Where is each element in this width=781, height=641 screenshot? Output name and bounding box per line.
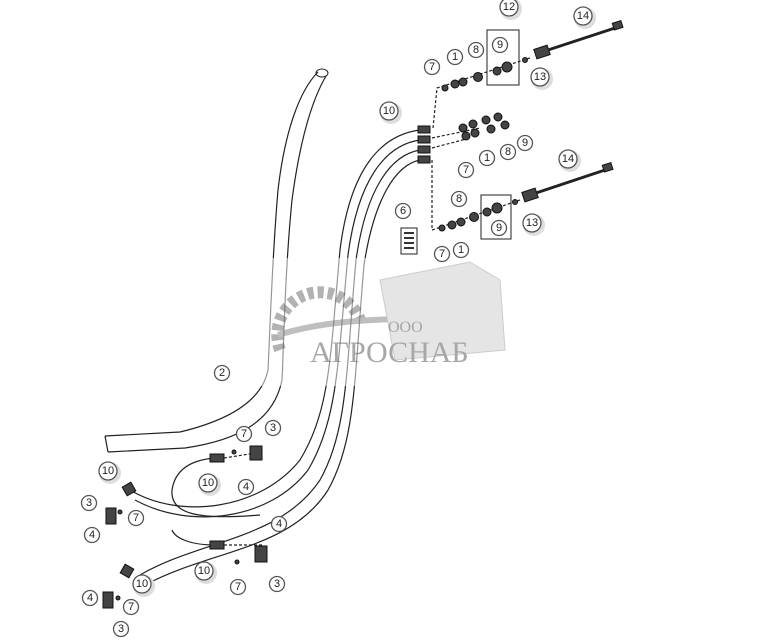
callout-4: 4 [237, 478, 255, 496]
callout-label: 4 [89, 529, 95, 541]
callout-label: 10 [383, 105, 395, 117]
callout-9: 9 [516, 134, 534, 152]
agrosnab-watermark-logo: ООО АГРОСНАБ [248, 258, 538, 386]
callout-7: 7 [229, 578, 247, 596]
callout-10: 10 [379, 101, 402, 124]
callout-label: 8 [456, 193, 462, 205]
callout-label: 13 [526, 217, 538, 229]
callout-8: 8 [499, 143, 517, 161]
callout-9: 9 [490, 219, 508, 237]
callout-label: 4 [276, 518, 282, 530]
callout-label: 9 [522, 137, 528, 149]
callout-label: 9 [497, 39, 503, 51]
callout-label: 3 [270, 422, 276, 434]
callout-label: 4 [87, 592, 93, 604]
callout-label: 6 [400, 205, 406, 217]
callout-label: 14 [577, 10, 589, 22]
fitting-assemblies [400, 19, 624, 255]
callout-2: 2 [213, 364, 231, 382]
callout-label: 12 [503, 1, 515, 13]
callout-label: 1 [458, 244, 464, 256]
callout-label: 9 [496, 222, 502, 234]
elbow-fittings [102, 445, 268, 609]
callout-7: 7 [433, 245, 451, 263]
callout-4: 4 [81, 589, 99, 607]
callout-12: 12 [499, 0, 522, 20]
callout-label: 1 [452, 51, 458, 63]
callout-label: 7 [463, 164, 469, 176]
callout-6: 6 [394, 202, 412, 220]
callout-label: 3 [274, 578, 280, 590]
callout-4: 4 [270, 515, 288, 533]
callout-label: 3 [118, 623, 124, 635]
callout-3: 3 [112, 620, 130, 638]
watermark-prefix: ООО [388, 319, 423, 336]
callout-10: 10 [98, 461, 121, 484]
callout-label: 7 [235, 581, 241, 593]
hose-bundle-part-10 [119, 125, 431, 586]
callout-label: 7 [133, 512, 139, 524]
callout-10: 10 [194, 561, 217, 584]
callout-label: 14 [562, 153, 574, 165]
callout-label: 10 [202, 477, 214, 489]
callout-8: 8 [467, 41, 485, 59]
watermark-name: АГРОСНАБ [310, 336, 469, 369]
callout-label: 8 [473, 44, 479, 56]
callout-14: 14 [558, 149, 581, 172]
callout-4: 4 [83, 526, 101, 544]
callout-label: 4 [243, 481, 249, 493]
callout-label: 10 [198, 565, 210, 577]
callout-8: 8 [450, 190, 468, 208]
callout-3: 3 [80, 494, 98, 512]
callout-9: 9 [491, 36, 509, 54]
callout-7: 7 [457, 161, 475, 179]
callout-7: 7 [127, 509, 145, 527]
callout-1: 1 [446, 48, 464, 66]
callout-label: 8 [505, 146, 511, 158]
callout-label: 2 [219, 367, 225, 379]
callout-3: 3 [268, 575, 286, 593]
callout-label: 7 [128, 601, 134, 613]
callout-7: 7 [423, 58, 441, 76]
callout-label: 7 [241, 428, 247, 440]
callout-7: 7 [122, 598, 140, 616]
callout-label: 13 [534, 71, 546, 83]
callout-label: 10 [102, 465, 114, 477]
callout-1: 1 [478, 149, 496, 167]
callout-1: 1 [452, 241, 470, 259]
callout-label: 3 [86, 497, 92, 509]
callout-label: 7 [439, 248, 445, 260]
callout-label: 1 [484, 152, 490, 164]
callout-13: 13 [530, 67, 553, 90]
callout-label: 7 [429, 61, 435, 73]
callout-10: 10 [198, 473, 221, 496]
callout-3: 3 [264, 419, 282, 437]
callout-7: 7 [235, 425, 253, 443]
callout-10: 10 [132, 574, 155, 597]
callout-14: 14 [573, 6, 596, 29]
callout-label: 10 [136, 578, 148, 590]
callout-13: 13 [522, 213, 545, 236]
